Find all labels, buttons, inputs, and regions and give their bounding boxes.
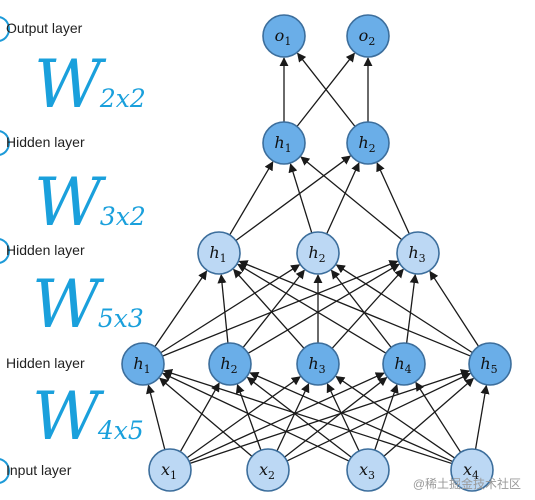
edge-input-3-to-hidden1-1 (162, 372, 350, 462)
edge-input-3-to-hidden1-5 (383, 377, 475, 457)
edge-hidden1-2-to-hidden2-3 (247, 263, 400, 354)
node-circle (396, 231, 440, 275)
node-label: h4 (394, 354, 411, 376)
label-input-layer: Input layer (6, 462, 72, 478)
edge-input-3-to-hidden1-2 (246, 376, 352, 458)
edge-hidden1-4-to-hidden2-2 (330, 269, 392, 348)
node-circle (246, 448, 290, 492)
node-input-x1: x1 (148, 448, 192, 492)
node-circle (208, 342, 252, 386)
edge-input-4-to-hidden1-4 (415, 381, 462, 453)
node-hidden1-h3: h3 (296, 342, 340, 386)
node-input-x3: x3 (346, 448, 390, 492)
edge-hidden2-1-to-hidden3-1 (229, 161, 274, 236)
label-hidden-layer-3: Hidden layer (6, 134, 85, 150)
node-circle (262, 14, 306, 58)
edge-hidden2-3-to-hidden3-1 (300, 156, 403, 241)
weight-annotation-w-3x2: W3x2 (34, 164, 146, 241)
node-label: h3 (408, 243, 425, 265)
edge-input-2-to-hidden1-5 (286, 372, 471, 462)
node-circle (468, 342, 512, 386)
edge-hidden1-5-to-hidden2-1 (238, 260, 471, 357)
edge-input-1-to-hidden1-3 (186, 376, 301, 459)
edge-hidden1-4-to-hidden2-1 (237, 263, 387, 354)
node-hidden2-h3: h3 (396, 231, 440, 275)
node-label: x3 (359, 460, 375, 482)
node-label: h2 (220, 354, 237, 376)
node-label: x4 (463, 460, 479, 482)
node-hidden3-h2: h2 (346, 121, 390, 165)
node-label: h2 (308, 243, 325, 265)
node-circle (346, 448, 390, 492)
node-label: o1 (275, 26, 292, 48)
node-output-o2: o2 (346, 14, 390, 58)
node-circle (346, 121, 390, 165)
node-label: h1 (274, 133, 291, 155)
weight-annotation-w-4x5: W4x5 (32, 378, 144, 455)
edge-hidden1-1-to-hidden2-3 (162, 260, 399, 357)
node-circle (197, 231, 241, 275)
node-hidden1-h5: h5 (468, 342, 512, 386)
edge-hidden2-2-to-hidden3-1 (288, 163, 313, 234)
edges-group (146, 52, 490, 465)
edge-hidden1-3-to-hidden2-1 (233, 268, 305, 349)
node-label: h1 (133, 354, 150, 376)
edge-hidden2-2-to-hidden3-2 (326, 162, 360, 235)
node-circle (296, 342, 340, 386)
node-circle (346, 14, 390, 58)
node-input-x4: x4 (450, 448, 494, 492)
label-hidden-layer-2: Hidden layer (6, 242, 85, 258)
edge-hidden1-4-to-hidden2-3 (405, 273, 419, 344)
node-hidden2-h2: h2 (296, 231, 340, 275)
edge-input-1-to-hidden1-2 (179, 382, 220, 453)
node-label: o2 (359, 26, 376, 48)
edge-hidden2-3-to-hidden3-2 (376, 162, 410, 235)
edge-input-4-to-hidden1-2 (249, 371, 454, 463)
node-input-x2: x2 (246, 448, 290, 492)
edge-input-2-to-hidden1-3 (276, 383, 310, 452)
edge-hidden3-2-to-output-1 (297, 52, 356, 127)
node-output-o1: o1 (262, 14, 306, 58)
edge-input-1-to-hidden1-1 (146, 384, 166, 450)
edge-hidden1-5-to-hidden2-2 (335, 264, 473, 354)
edge-hidden1-2-to-hidden2-1 (217, 273, 229, 344)
edge-hidden1-3-to-hidden2-3 (331, 268, 404, 349)
node-circle (121, 342, 165, 386)
edge-hidden1-1-to-hidden2-1 (154, 270, 208, 348)
node-circle (148, 448, 192, 492)
node-hidden1-h4: h4 (382, 342, 426, 386)
edge-input-3-to-hidden1-3 (326, 383, 360, 452)
node-label: h3 (308, 354, 325, 376)
node-hidden3-h1: h1 (262, 121, 306, 165)
nodes-group: o1 o2 h1 h2 h1 h2 h3 h1 h2 h3 h4 h5 x1 x2 x3 x4 (121, 14, 512, 492)
edge-input-2-to-hidden1-4 (284, 376, 388, 458)
edge-input-4-to-hidden1-3 (335, 375, 456, 459)
label-output-layer: Output layer (6, 20, 83, 36)
label-hidden-layer-1: Hidden layer (6, 355, 85, 371)
node-hidden1-h2: h2 (208, 342, 252, 386)
node-label: h1 (209, 243, 226, 265)
node-circle (382, 342, 426, 386)
node-label: h2 (358, 133, 375, 155)
node-label: h5 (480, 354, 497, 376)
node-circle (262, 121, 306, 165)
edge-input-4-to-hidden1-5 (474, 384, 490, 450)
edge-hidden2-1-to-hidden3-2 (235, 155, 352, 242)
node-hidden2-h1: h1 (197, 231, 241, 275)
edge-input-4-to-hidden1-1 (163, 368, 453, 465)
edge-hidden1-1-to-hidden2-2 (160, 264, 301, 354)
edge-input-2-to-hidden1-1 (159, 377, 253, 457)
watermark: @稀土掘金技术社区 (412, 477, 521, 491)
node-circle (450, 448, 494, 492)
node-hidden1-h1: h1 (121, 342, 165, 386)
node-label: x2 (259, 460, 275, 482)
weight-annotation-w-2x2: W2x2 (34, 46, 146, 123)
node-circle (296, 231, 340, 275)
edge-hidden1-5-to-hidden2-3 (429, 270, 480, 347)
node-label: x1 (161, 460, 177, 482)
weight-annotation-w-5x3: W5x3 (32, 266, 144, 343)
